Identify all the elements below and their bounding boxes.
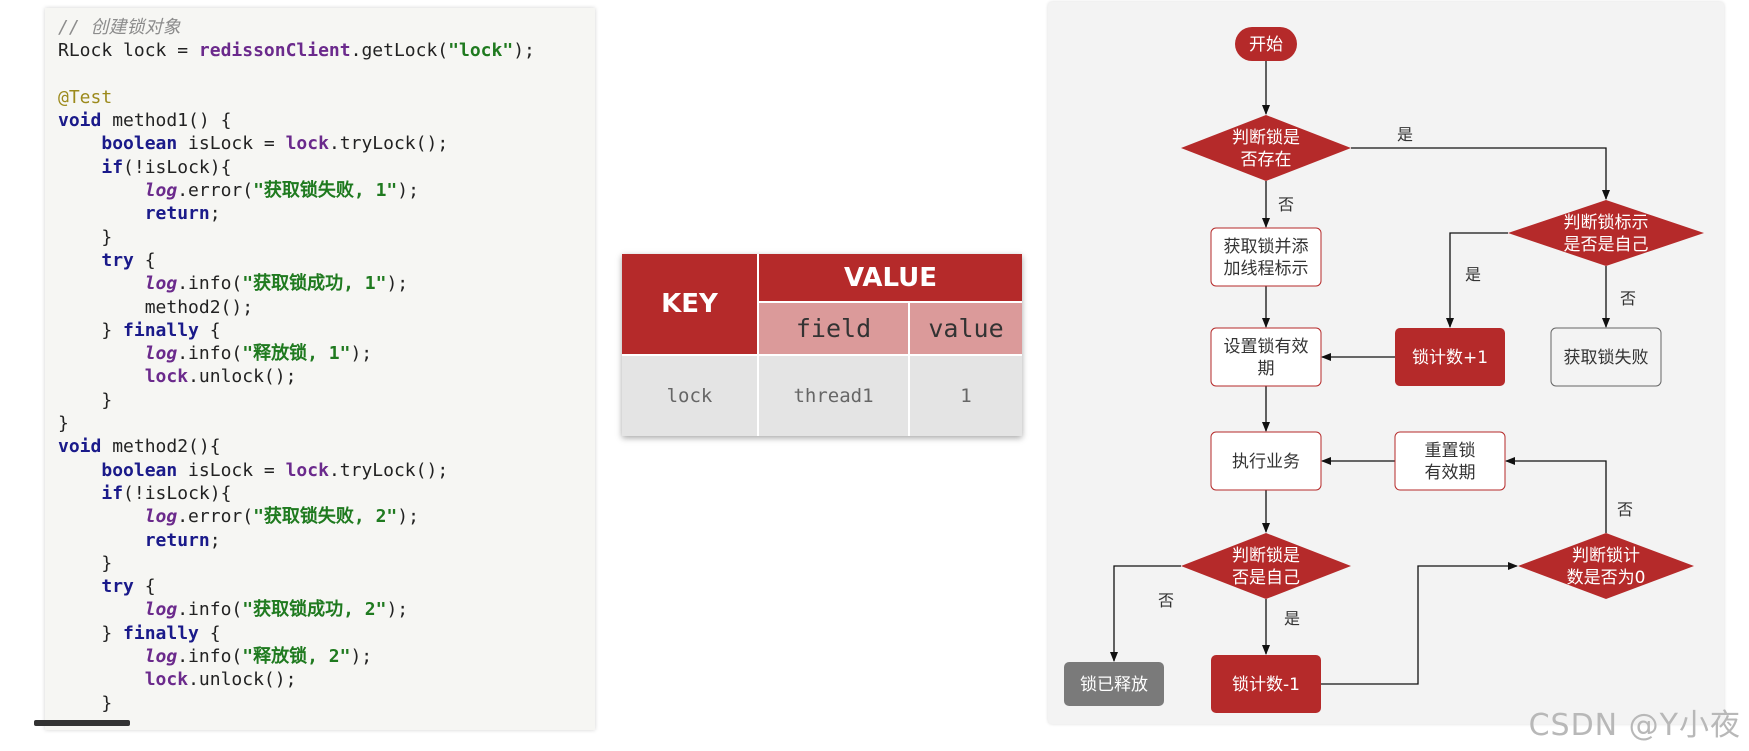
code-line: }	[58, 552, 113, 574]
code-line: if(!isLock){	[101, 156, 232, 178]
code-line: } finally {	[58, 319, 221, 341]
code-line: log.info("释放锁, 1");	[144, 343, 373, 365]
node-execute: 执行业务	[1210, 431, 1322, 491]
watermark: CSDN @Y小夜	[1528, 708, 1741, 743]
code-line: lock.unlock();	[144, 366, 297, 388]
code-line: if(!isLock){	[101, 482, 232, 504]
node-label: 获取锁失败	[1564, 348, 1649, 368]
node-label: 判断锁计	[1572, 546, 1640, 566]
edge-label: 否	[1620, 289, 1636, 308]
node-acquire-fail: 获取锁失败	[1550, 327, 1662, 387]
scrollbar-handle[interactable]	[34, 720, 130, 726]
node-count-dec: 锁计数-1	[1211, 655, 1321, 713]
code-line: log.info("获取锁成功, 1");	[144, 273, 409, 295]
key-header: KEY	[622, 254, 757, 354]
code-line: boolean isLock = lock.tryLock();	[101, 133, 449, 155]
code-line: lock.unlock();	[144, 669, 297, 691]
row-key-cell: lock	[622, 356, 757, 436]
code-line: void method2(){	[58, 436, 221, 458]
edge-label: 是	[1397, 125, 1413, 144]
node-label: 加线程标示	[1224, 259, 1309, 279]
node-label: 期	[1258, 359, 1275, 379]
code-line: @Test	[58, 86, 113, 108]
node-label: 锁计数+1	[1412, 348, 1488, 368]
code-line: try {	[101, 576, 156, 598]
code-line: method2();	[58, 296, 254, 318]
code-line: }	[58, 226, 113, 248]
code-line: return;	[144, 203, 221, 225]
node-label: 重置锁	[1425, 441, 1476, 461]
node-label: 判断锁是	[1232, 128, 1300, 148]
edge-label: 否	[1158, 591, 1174, 610]
code-line: boolean isLock = lock.tryLock();	[101, 459, 449, 481]
node-label: 开始	[1249, 35, 1283, 55]
node-start: 开始	[1235, 27, 1297, 61]
edge-zero-no	[1505, 457, 1607, 533]
node-label: 执行业务	[1232, 452, 1300, 472]
node-label: 锁计数-1	[1232, 675, 1300, 695]
code-line: log.error("获取锁失败, 1");	[144, 180, 419, 202]
field-header: field	[759, 303, 908, 354]
node-label: 有效期	[1425, 463, 1476, 483]
code-line: log.error("获取锁失败, 2");	[144, 506, 419, 528]
node-label: 设置锁有效	[1224, 337, 1309, 357]
value-subheader: value	[910, 303, 1022, 354]
edge-self-yes	[1446, 232, 1508, 328]
edge-label: 否	[1278, 195, 1294, 214]
code-line: log.info("释放锁, 2");	[144, 646, 373, 668]
node-label: 判断锁标示	[1564, 213, 1649, 233]
edge-label: 是	[1284, 609, 1300, 628]
node-label: 判断锁是	[1232, 546, 1300, 566]
code-line: }	[58, 692, 113, 714]
code-line: // 创建锁对象	[58, 17, 181, 38]
code-line: void method1() {	[58, 110, 232, 132]
node-label: 是否是自己	[1564, 235, 1649, 255]
node-label: 获取锁并添	[1224, 237, 1309, 257]
flowchart-nodes: 开始判断锁是否存在获取锁并添加线程标示判断锁标示是否是自己设置锁有效期锁计数+1…	[1064, 27, 1704, 713]
row-value-cell: 1	[910, 356, 1022, 436]
node-released: 锁已释放	[1064, 662, 1164, 706]
edge-dec-zero	[1321, 562, 1518, 685]
row-field-cell: thread1	[759, 356, 908, 436]
edge-is-self-no	[1110, 565, 1181, 662]
code-line: log.info("获取锁成功, 2");	[144, 599, 409, 621]
node-label: 否是自己	[1232, 568, 1300, 588]
code-line: try {	[101, 249, 156, 271]
edge-label: 否	[1617, 500, 1633, 519]
code-line: }	[58, 389, 113, 411]
edge-label: 是	[1465, 265, 1481, 284]
flowchart-edges	[1110, 61, 1610, 685]
node-label: 数是否为0	[1567, 568, 1646, 588]
code-line: } finally {	[58, 622, 221, 644]
code-line: RLock lock = redissonClient.getLock("loc…	[58, 40, 535, 62]
node-label: 锁已释放	[1080, 675, 1148, 695]
code-line: }	[58, 413, 69, 435]
edge-exists-yes	[1351, 147, 1610, 200]
node-label: 否存在	[1241, 150, 1292, 170]
code-line: return;	[144, 529, 221, 551]
value-header: VALUE	[759, 254, 1022, 301]
node-count-inc: 锁计数+1	[1395, 328, 1505, 386]
redis-hash-table: KEY VALUE field value lock thread1 1	[622, 254, 1022, 436]
